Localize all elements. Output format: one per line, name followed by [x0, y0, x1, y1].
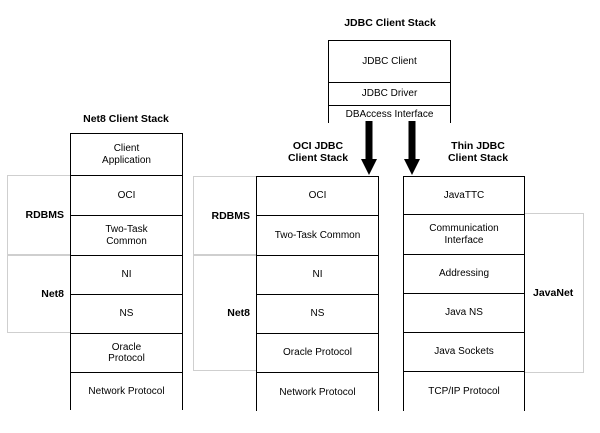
jdbc-client-stack: JDBC Client JDBC Driver DBAccess Interfa…: [328, 40, 451, 124]
jdbc-stack-title: JDBC Client Stack: [344, 17, 436, 29]
net8-stack-title: Net8 Client Stack: [83, 113, 169, 125]
jdbc-layer-jdbc-driver: JDBC Driver: [329, 83, 450, 106]
oci-group-rdbms: RDBMS: [193, 176, 257, 255]
net8-layer-network-protocol: Network Protocol: [71, 373, 182, 411]
jdbc-layer-jdbc-client: JDBC Client: [329, 41, 450, 83]
net8-layer-ns: NS: [71, 295, 182, 334]
net8-layer-ni: NI: [71, 256, 182, 295]
thin-layer-java-sockets: Java Sockets: [404, 333, 524, 372]
net8-group-net8: Net8: [7, 255, 71, 333]
thin-group-javanet: JavaNet: [524, 213, 584, 373]
oci-group-net8-label: Net8: [227, 307, 250, 319]
oci-layer-network-protocol: Network Protocol: [257, 373, 378, 412]
oci-layer-oracle-protocol: Oracle Protocol: [257, 334, 378, 373]
net8-layer-oci: OCI: [71, 176, 182, 216]
thin-layer-tcpip-protocol: TCP/IP Protocol: [404, 372, 524, 412]
jdbc-layer-dbaccess-interface: DBAccess Interface: [329, 106, 450, 124]
arrow-to-oci-stack: [361, 121, 377, 175]
net8-group-rdbms: RDBMS: [7, 175, 71, 255]
oci-layer-ni: NI: [257, 256, 378, 295]
thin-layer-addressing: Addressing: [404, 255, 524, 294]
thin-layer-java-ns: Java NS: [404, 294, 524, 333]
arrow-to-thin-stack: [404, 121, 420, 175]
net8-group-rdbms-label: RDBMS: [25, 209, 65, 221]
oci-group-net8: Net8: [193, 255, 257, 371]
oci-layer-ns: NS: [257, 295, 378, 334]
thin-group-javanet-label: JavaNet: [533, 287, 574, 299]
oci-layer-two-task-common: Two-Task Common: [257, 216, 378, 256]
oci-jdbc-client-stack: OCI Two-Task Common NI NS Oracle Protoco…: [256, 176, 379, 412]
net8-group-net8-label: Net8: [41, 288, 64, 300]
oci-group-rdbms-label: RDBMS: [211, 209, 251, 222]
oci-layer-oci: OCI: [257, 177, 378, 216]
thin-layer-javattc: JavaTTC: [404, 177, 524, 215]
